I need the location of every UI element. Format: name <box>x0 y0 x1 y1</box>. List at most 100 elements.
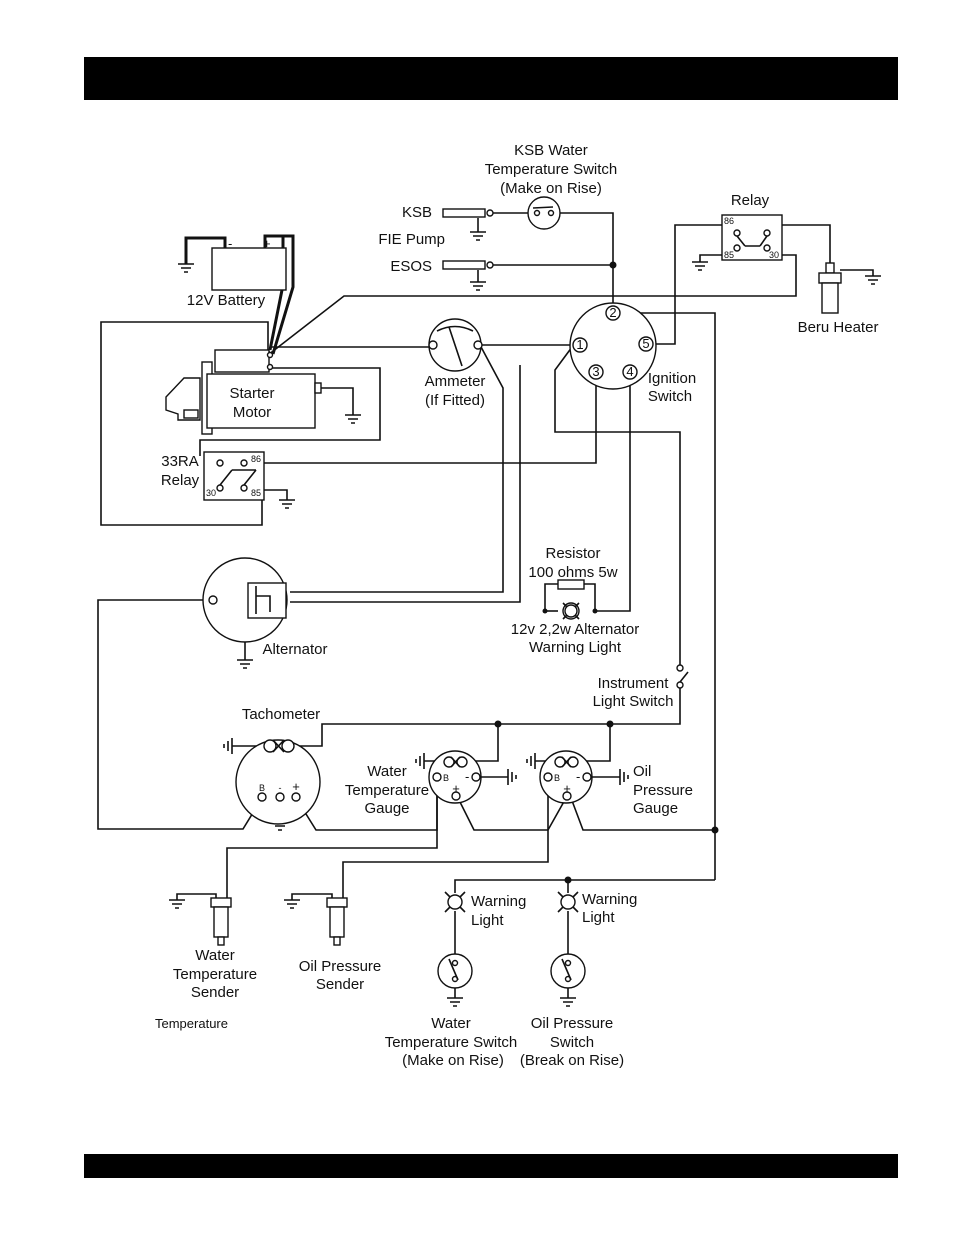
ammeter-label-2: (If Fitted) <box>425 392 485 409</box>
ground-symbol-relay <box>692 261 708 271</box>
starter-motor-label-1: Starter <box>229 385 274 402</box>
instrument-light-switch-label-2: Light Switch <box>593 693 674 710</box>
ground-symbol-starter <box>345 414 361 424</box>
water-temperature-sender <box>210 897 232 946</box>
ign-pin-1: 1 <box>576 337 583 352</box>
relay-33ra-label-1: 33RA <box>161 453 199 470</box>
water-switch-label-1: Water <box>431 1015 470 1032</box>
ground-symbol-battery <box>178 263 194 273</box>
footer-bar <box>84 1154 898 1178</box>
ksb-switch-label-1: KSB Water <box>514 142 588 159</box>
ksb-label: KSB <box>402 204 432 221</box>
wt-gauge-minus: - <box>465 769 469 784</box>
ground-symbol-esos <box>470 281 486 291</box>
oil-pressure-switch <box>550 953 586 989</box>
battery-minus-label: - <box>228 236 232 251</box>
warning-light-water-label-1: Warning <box>471 893 526 910</box>
tachometer <box>235 739 321 825</box>
ign-pin-4: 4 <box>626 364 633 379</box>
relay-33ra <box>203 451 265 501</box>
warning-light-water <box>444 891 466 913</box>
op-gauge-b: B <box>554 773 560 783</box>
wt-gauge-plus: + <box>452 781 460 796</box>
relay-pin-30: 30 <box>769 250 779 260</box>
relay-label: Relay <box>731 192 770 209</box>
alternator-warning-light <box>542 602 598 620</box>
ground-symbol-wt-switch <box>447 986 463 1007</box>
oil-switch-label-2: Switch <box>550 1034 594 1051</box>
header-bar <box>84 57 898 100</box>
r33-pin-85: 85 <box>251 488 261 498</box>
wt-gauge-b: B <box>443 773 449 783</box>
oil-gauge-label-2: Pressure <box>633 782 693 799</box>
relay-33ra-label-2: Relay <box>161 472 200 489</box>
water-sender-label-1: Water <box>195 947 234 964</box>
ignition-switch <box>569 302 657 390</box>
junction-dots <box>494 261 719 884</box>
oil-gauge-label-1: Oil <box>633 763 651 780</box>
tacho-b-label: B <box>259 783 265 793</box>
ignition-switch-label-2: Switch <box>648 388 692 405</box>
water-switch-label-2: Temperature Switch <box>385 1034 518 1051</box>
tacho-minus-label: - <box>279 783 282 793</box>
ground-symbol-wt-right <box>477 769 517 785</box>
labels: KSB Water Temperature Switch (Make on Ri… <box>155 142 878 1069</box>
fie-pump-label: FIE Pump <box>378 231 445 248</box>
instrument-light-switch <box>676 664 689 689</box>
op-gauge-minus: - <box>576 769 580 784</box>
alternator-label: Alternator <box>262 641 327 658</box>
temperature-note: Temperature <box>155 1016 228 1031</box>
warning-light-oil <box>557 891 579 913</box>
oil-switch-label-1: Oil Pressure <box>531 1015 614 1032</box>
oil-sender-label-2: Sender <box>316 976 364 993</box>
relay-pin-85: 85 <box>724 250 734 260</box>
tachometer-label: Tachometer <box>242 706 320 723</box>
wires <box>97 212 874 956</box>
oil-switch-label-3: (Break on Rise) <box>520 1052 624 1069</box>
op-gauge-plus: + <box>563 781 571 796</box>
warning-light-water-label-2: Light <box>471 912 504 929</box>
water-gauge-label-2: Temperature <box>345 782 429 799</box>
tacho-plus-label: + <box>292 779 300 794</box>
water-sender-label-3: Sender <box>191 984 239 1001</box>
alternator <box>202 557 288 643</box>
ground-symbol-op-sender <box>284 899 300 909</box>
starter-motor <box>165 349 322 435</box>
water-gauge-label-3: Gauge <box>364 800 409 817</box>
water-switch-label-3: (Make on Rise) <box>402 1052 504 1069</box>
r33-pin-30: 30 <box>206 488 216 498</box>
ksb-water-temp-switch <box>527 196 561 230</box>
resistor <box>544 579 596 611</box>
starter-motor-label-2: Motor <box>233 404 271 421</box>
water-sender-label-2: Temperature <box>173 966 257 983</box>
battery-12v <box>211 247 287 291</box>
battery-label: 12V Battery <box>187 292 266 309</box>
water-gauge-label-1: Water <box>367 763 406 780</box>
esos-connector <box>442 260 494 270</box>
ign-pin-3: 3 <box>592 364 599 379</box>
oil-pressure-sender <box>326 897 348 946</box>
ground-symbol-op-left <box>526 753 557 769</box>
ground-symbol-op-right <box>588 769 629 785</box>
resistor-label-2: 100 ohms 5w <box>528 564 617 581</box>
battery-plus-label: + <box>263 236 271 251</box>
ground-symbol-tacho-left <box>223 738 263 754</box>
ign-pin-2: 2 <box>609 305 616 320</box>
oil-gauge-label-3: Gauge <box>633 800 678 817</box>
alt-warning-light-label-1: 12v 2,2w Alternator <box>511 621 639 638</box>
ksb-connector <box>442 208 494 218</box>
ground-symbol-op-switch <box>560 986 576 1007</box>
oil-pressure-gauge <box>539 750 593 804</box>
ground-symbol-33ra <box>279 499 295 509</box>
beru-heater <box>818 262 842 314</box>
relay-top <box>721 214 783 261</box>
oil-sender-label-1: Oil Pressure <box>299 958 382 975</box>
ignition-switch-label-1: Ignition <box>648 370 696 387</box>
relay-pin-86: 86 <box>724 216 734 226</box>
alt-warning-light-label-2: Warning Light <box>529 639 622 656</box>
ksb-switch-label-3: (Make on Rise) <box>500 180 602 197</box>
ground-symbol-alternator <box>237 659 253 669</box>
ground-symbol-wt-left <box>415 753 446 769</box>
ground-symbols <box>169 231 881 1007</box>
ammeter-label-1: Ammeter <box>425 373 486 390</box>
